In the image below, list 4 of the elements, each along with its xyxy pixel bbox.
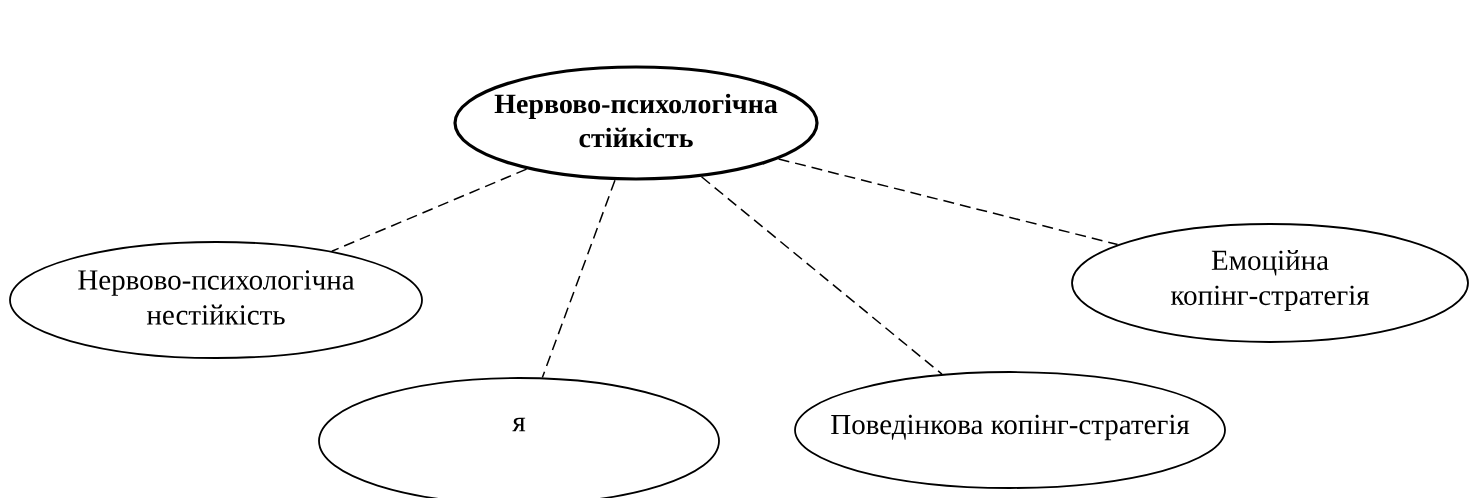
dashed-line [700, 176, 943, 375]
dashed-line [331, 168, 528, 252]
dashed-line [541, 179, 616, 379]
dashed-line [777, 158, 1119, 246]
